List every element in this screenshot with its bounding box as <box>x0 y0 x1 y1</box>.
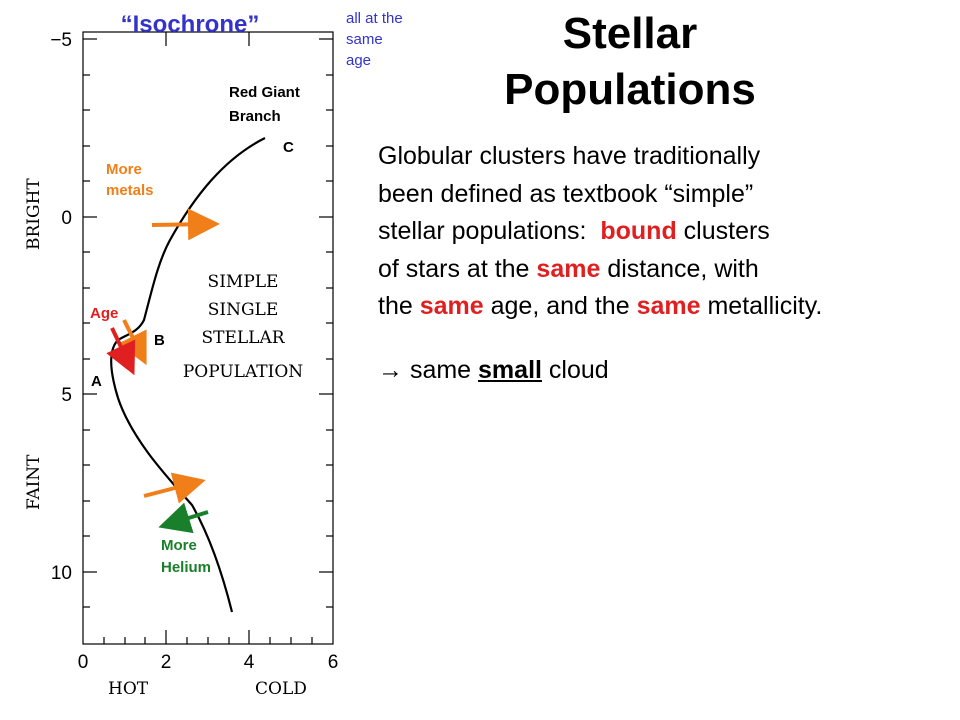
note-line: age <box>346 52 372 69</box>
arrow-icon: → <box>378 355 403 384</box>
highlight-same-age: same <box>419 292 484 320</box>
paragraph-line: the same age, and the same metallicity. <box>378 288 822 326</box>
text-run: clusters <box>676 217 770 245</box>
x-tick-label: 6 <box>328 652 339 673</box>
more-metals-label-line1: More <box>106 161 142 178</box>
panel-text: SIMPLE SINGLE STELLAR POPULATION <box>183 272 303 382</box>
age-arrow-red <box>106 327 136 376</box>
text-run: been defined as textbook “simple” <box>378 179 754 208</box>
age-arrow-orange <box>117 319 147 366</box>
y-axis-label-bright: BRIGHT <box>24 178 44 250</box>
text-run: of stars at the <box>378 254 537 283</box>
more-metals-label-line2: metals <box>106 182 154 199</box>
rgb-label-line2: Branch <box>229 108 281 125</box>
point-a-label: A <box>91 373 102 390</box>
more-metals-arrow-upper <box>151 208 220 241</box>
y-tick-marks <box>83 38 333 608</box>
slide-title: Stellar Populations <box>440 6 820 118</box>
same-age-note: all at the same age <box>346 8 403 71</box>
point-c-label: C <box>283 139 294 156</box>
text-run: metallicity. <box>700 292 823 320</box>
more-helium-arrow <box>158 502 209 534</box>
highlight-same-metallicity: same <box>636 292 701 320</box>
paragraph-line: Globular clusters have traditionally <box>378 138 822 176</box>
y-tick-label: 0 <box>61 208 72 229</box>
text-run: cloud <box>541 355 609 384</box>
y-tick-label: 10 <box>51 563 72 584</box>
x-tick-label: 4 <box>244 652 255 673</box>
title-line: Populations <box>504 65 756 114</box>
highlight-same-distance: same <box>536 254 601 283</box>
body-paragraph: Globular clusters have traditionally bee… <box>378 138 822 389</box>
more-metals-arrow-lower <box>143 472 206 504</box>
y-axis-label-faint: FAINT <box>24 454 44 510</box>
underlined-small: small <box>478 355 542 384</box>
age-label: Age <box>90 305 118 322</box>
rgb-label-line1: Red Giant <box>229 84 300 101</box>
more-helium-label-line2: Helium <box>161 559 211 576</box>
paragraph-line: stellar populations: bound clusters <box>378 213 822 251</box>
isochrone-label: “Isochrone” <box>121 11 260 38</box>
x-tick-label: 2 <box>161 652 172 673</box>
x-axis-label-hot: HOT <box>108 679 149 699</box>
highlight-bound: bound <box>600 217 677 245</box>
title-line: Stellar <box>562 9 698 58</box>
x-tick-marks <box>103 32 313 644</box>
x-tick-label: 0 <box>78 652 89 673</box>
text-run: the <box>378 292 420 320</box>
paragraph-line: of stars at the same distance, with <box>378 251 822 289</box>
note-line: same <box>346 31 383 48</box>
y-tick-label: 5 <box>61 385 72 406</box>
note-line: all at the <box>346 10 403 27</box>
paragraph-line: been defined as textbook “simple” <box>378 176 822 214</box>
panel-text-line: SIMPLE <box>208 272 279 292</box>
panel-text-line: POPULATION <box>183 362 303 382</box>
y-tick-label: −5 <box>50 30 72 51</box>
text-run: age, and the <box>483 292 637 320</box>
panel-text-line: SINGLE <box>208 300 279 320</box>
x-axis-label-cold: COLD <box>255 679 307 699</box>
more-helium-label-line1: More <box>161 537 197 554</box>
text-run: same <box>403 355 479 384</box>
text-run: Globular clusters have traditionally <box>378 142 761 170</box>
text-run: distance, with <box>600 254 759 283</box>
text-run: stellar populations: <box>378 217 601 245</box>
point-b-label: B <box>154 332 165 349</box>
conclusion-line: → same small cloud <box>378 352 822 390</box>
panel-text-line: STELLAR <box>201 328 285 348</box>
